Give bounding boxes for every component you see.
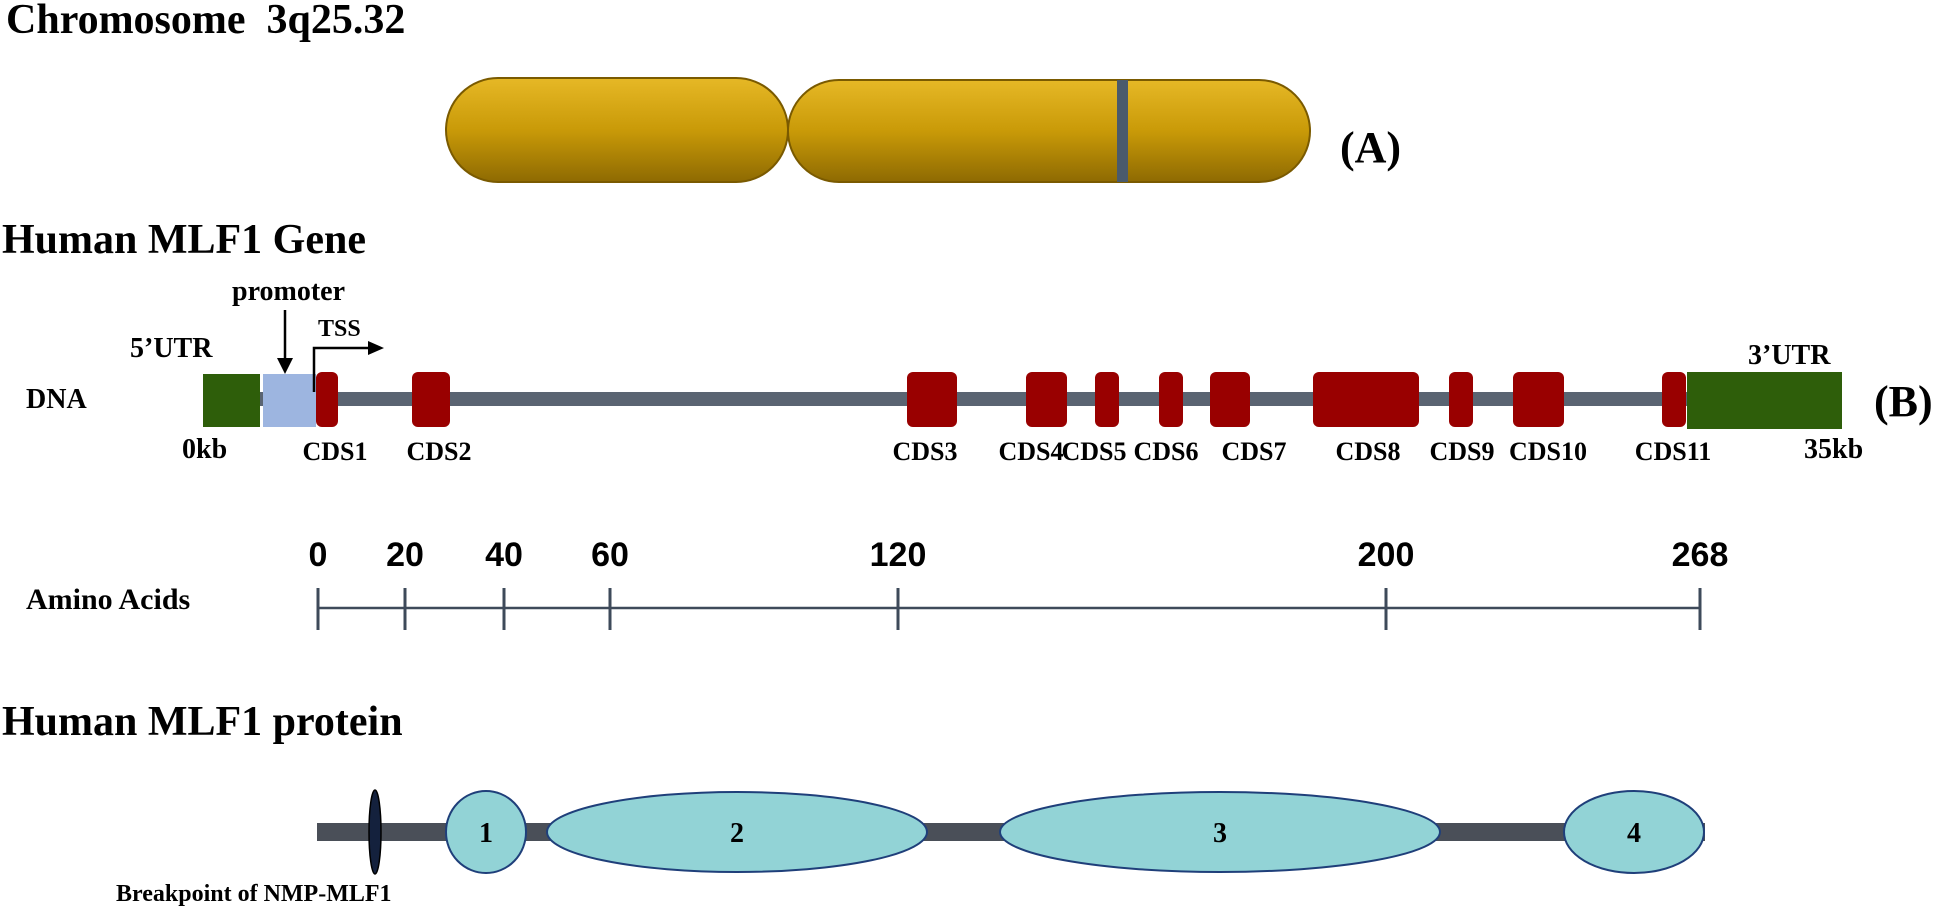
exon-label-cds5: CDS5	[1061, 437, 1126, 466]
exon-label-cds6: CDS6	[1133, 437, 1198, 466]
exon-label-cds11: CDS11	[1635, 437, 1712, 466]
protein-domain-1	[445, 790, 527, 874]
protein-domain-label-1: 1	[479, 818, 493, 849]
amino-acid-tick-label: 120	[870, 536, 927, 574]
dna-label: DNA	[26, 384, 87, 415]
exon-group	[316, 372, 1686, 427]
exon-label-cds3: CDS3	[892, 437, 957, 466]
exon-cds11	[1662, 372, 1686, 427]
exon-cds6	[1159, 372, 1183, 427]
exon-label-cds4: CDS4	[998, 437, 1063, 466]
panel-label-a: (A)	[1340, 123, 1401, 172]
exon-label-cds8: CDS8	[1335, 437, 1400, 466]
amino-acid-tick-label: 20	[386, 536, 424, 574]
utr5-label: 5’UTR	[130, 333, 213, 364]
chromosome-title: Chromosome 3q25.32	[6, 0, 405, 43]
start-kb-label: 0kb	[182, 434, 227, 465]
protein-domain-label-2: 2	[730, 818, 744, 849]
promoter-arrow	[277, 310, 293, 374]
exon-cds7	[1210, 372, 1250, 427]
protein-domain-2	[546, 791, 928, 873]
utr3-block	[1687, 372, 1842, 429]
protein-domain-label-3: 3	[1213, 818, 1227, 849]
amino-acid-tick-label: 60	[591, 536, 629, 574]
exon-cds9	[1449, 372, 1473, 427]
gene-title: Human MLF1 Gene	[2, 217, 366, 263]
amino-acid-tick-label: 200	[1358, 536, 1415, 574]
exon-label-cds7: CDS7	[1221, 437, 1286, 466]
exon-cds8	[1313, 372, 1419, 427]
exon-label-cds9: CDS9	[1429, 437, 1494, 466]
utr3-label: 3’UTR	[1748, 340, 1831, 371]
exon-cds5	[1095, 372, 1119, 427]
amino-acid-tick-label: 0	[309, 536, 328, 574]
dna-backbone	[250, 392, 1690, 406]
protein-domain-label-4: 4	[1627, 818, 1641, 849]
exon-cds4	[1026, 372, 1067, 427]
breakpoint-marker	[368, 789, 382, 875]
promoter-label: promoter	[232, 276, 345, 307]
protein-domain-4	[1563, 790, 1705, 874]
tss-label: TSS	[318, 316, 361, 342]
end-kb-label: 35kb	[1804, 434, 1863, 465]
panel-label-b: (B)	[1874, 377, 1933, 426]
domain-group: 1 2 3 4	[445, 790, 1705, 874]
promoter-block	[263, 374, 316, 427]
exon-label-cds10: CDS10	[1509, 437, 1587, 466]
amino-acids-label: Amino Acids	[26, 583, 190, 616]
utr5-block	[203, 374, 260, 427]
chromosome-band-3q25-32	[1117, 80, 1128, 182]
protein-domain-3	[999, 791, 1441, 873]
chromosome	[445, 77, 1311, 183]
protein-title: Human MLF1 protein	[2, 699, 403, 745]
chromosome-q-arm	[787, 79, 1311, 183]
exon-label-cds2: CDS2	[406, 437, 471, 466]
exon-cds10	[1513, 372, 1564, 427]
tss-arrow	[312, 341, 384, 392]
amino-acid-tick-label: 268	[1672, 536, 1729, 574]
exon-cds1	[316, 372, 338, 427]
amino-acid-tick-label: 40	[485, 536, 523, 574]
breakpoint-label: Breakpoint of NMP-MLF1	[116, 881, 392, 907]
exon-label-cds1: CDS1	[302, 437, 367, 466]
chromosome-p-arm	[445, 77, 789, 183]
amino-acid-scale: 0 20 40 60 120 200 268	[309, 536, 1729, 630]
exon-cds2	[412, 372, 450, 427]
exon-cds3	[907, 372, 957, 427]
